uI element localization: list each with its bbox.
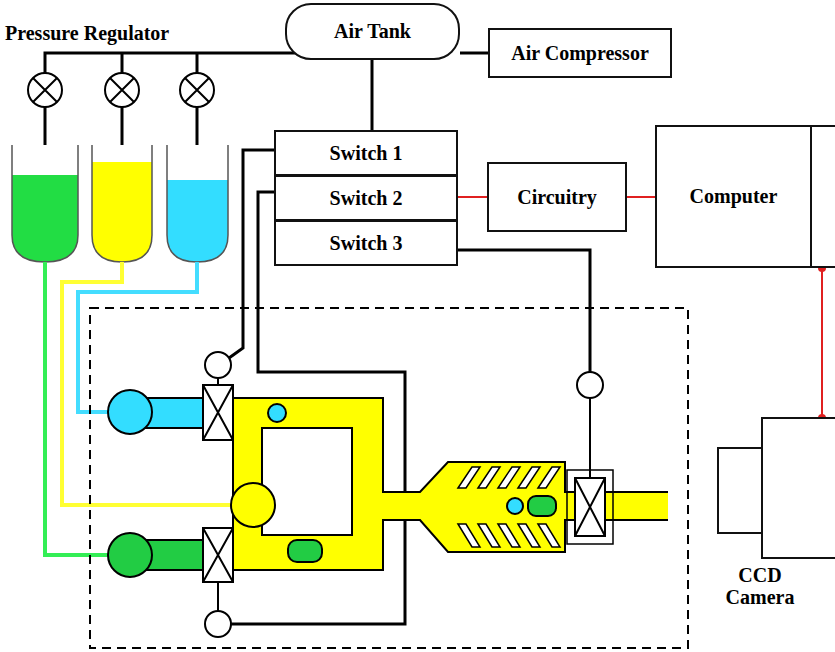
connector-line <box>460 52 488 55</box>
node-label: Switch 1 <box>330 142 403 165</box>
node-label: Computer <box>690 185 778 208</box>
air-tank: Air Tank <box>285 3 460 60</box>
pressure-regulators <box>28 73 214 107</box>
part-label: Pressure Regulator <box>5 22 169 45</box>
ccd-camera: CCD Camera <box>716 418 835 615</box>
connector <box>818 264 826 422</box>
camera-body <box>762 418 835 558</box>
chip <box>108 352 668 637</box>
connector <box>372 60 373 130</box>
node-label: Air Compressor <box>511 42 649 65</box>
connector-line <box>371 60 374 130</box>
camera-outline <box>716 418 835 568</box>
switch-box: Switch 2 <box>274 175 458 221</box>
computer-box: Computer <box>655 125 835 268</box>
connector <box>460 53 488 54</box>
switch-box: Switch 1 <box>274 130 458 176</box>
switch-box: Switch 3 <box>274 220 458 266</box>
node-label: Switch 2 <box>330 187 403 210</box>
node-label: Circuitry <box>517 186 597 209</box>
node-label: Switch 3 <box>330 232 403 255</box>
node-label: Air Tank <box>334 20 411 43</box>
compressor-box: Air Compressor <box>488 28 672 78</box>
connector <box>458 197 487 198</box>
connector-line <box>458 196 487 198</box>
chip-boundary <box>90 308 688 648</box>
circuitry-box: Circuitry <box>487 162 627 232</box>
tubes <box>45 262 232 555</box>
monitor-divider <box>810 127 812 266</box>
reservoirs <box>12 145 228 262</box>
node-label: CCD Camera <box>716 564 804 608</box>
connector-line <box>821 268 823 418</box>
camera-lens <box>718 448 762 533</box>
connector-line <box>627 196 655 198</box>
connector <box>627 197 655 198</box>
